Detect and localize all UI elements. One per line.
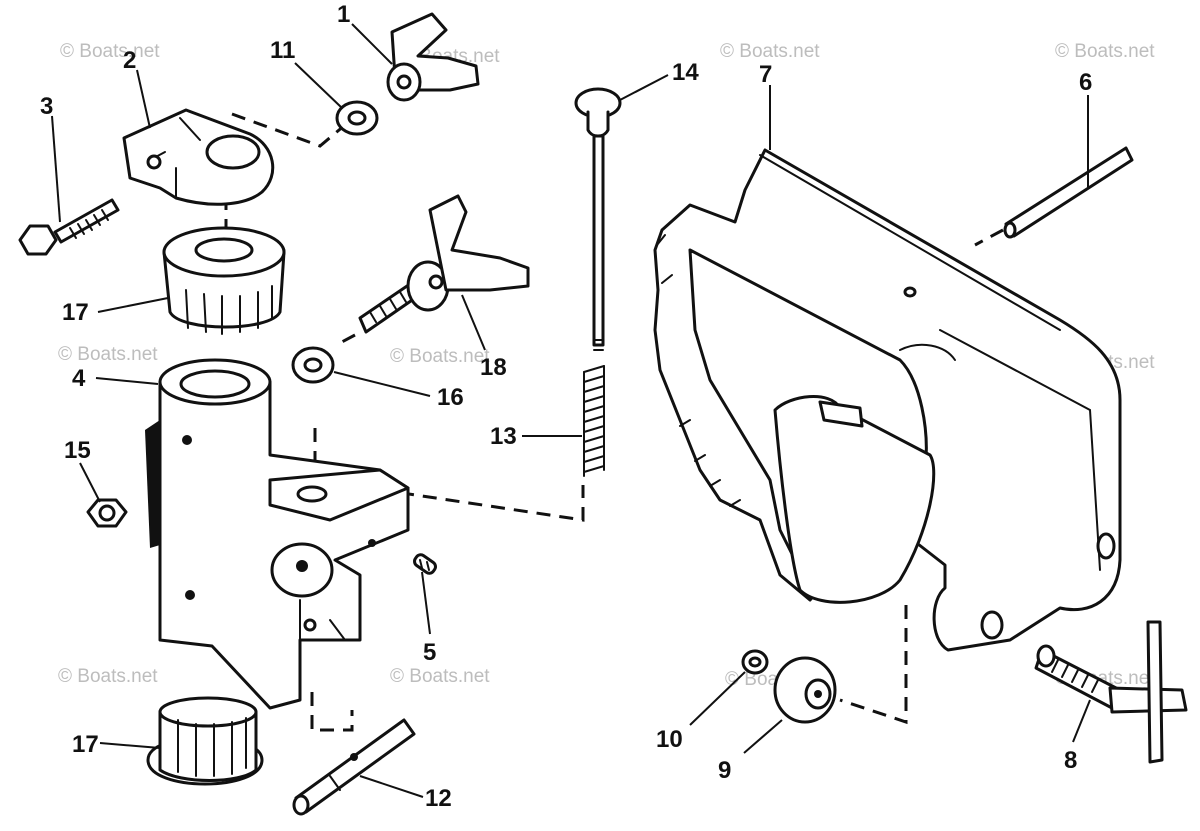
callout-15: 15 (64, 437, 91, 464)
pin (1003, 146, 1134, 239)
stern-bracket (653, 148, 1122, 652)
thumb-screw (358, 194, 530, 334)
washer (291, 346, 335, 384)
wing-nut (386, 12, 480, 102)
callout-17: 17 (72, 731, 99, 758)
gear-bushing-lower (146, 696, 264, 786)
callout-13: 13 (490, 423, 517, 450)
callout-2: 2 (123, 47, 136, 74)
callout-11: 11 (270, 37, 295, 64)
callout-3: 3 (40, 93, 53, 120)
tilt-rod-knob (574, 87, 622, 351)
callout-6: 6 (1079, 69, 1092, 96)
hex-nut (86, 498, 128, 528)
callout-14: 14 (672, 59, 699, 86)
callout-5: 5 (423, 639, 436, 666)
callout-1: 1 (337, 1, 350, 28)
watermark: © Boats.net (720, 41, 820, 62)
callout-9: 9 (718, 757, 731, 784)
callout-7: 7 (759, 61, 772, 88)
spring (583, 365, 605, 477)
watermark: © Boats.net (58, 344, 158, 365)
watermark: © Boats.net (58, 666, 158, 687)
clamp-screw (1034, 620, 1188, 764)
set-screw (413, 553, 437, 575)
thrust-pad (773, 656, 837, 724)
callout-10: 10 (656, 726, 683, 753)
swivel-bracket (145, 358, 410, 710)
bolt (18, 198, 120, 256)
callout-labels: 1 2 3 4 5 6 7 8 9 10 11 12 13 14 15 16 1… (40, 1, 1092, 812)
pivot-pin (292, 718, 416, 816)
gear-bushing-upper (162, 226, 286, 335)
watermark: © Boats.net (60, 41, 160, 62)
leader-lines (51, 23, 1091, 798)
watermark: © Boats.net (390, 666, 490, 687)
callout-17: 17 (62, 299, 89, 326)
callout-18: 18 (480, 354, 507, 381)
callout-8: 8 (1064, 747, 1077, 774)
watermark: © Boats.net (1055, 41, 1155, 62)
washer (741, 649, 769, 675)
callout-16: 16 (437, 384, 464, 411)
clamp-bracket (122, 108, 275, 206)
washer (335, 100, 379, 136)
callout-12: 12 (425, 785, 452, 812)
watermark: © Boats.net (390, 346, 490, 367)
callout-4: 4 (72, 365, 86, 392)
